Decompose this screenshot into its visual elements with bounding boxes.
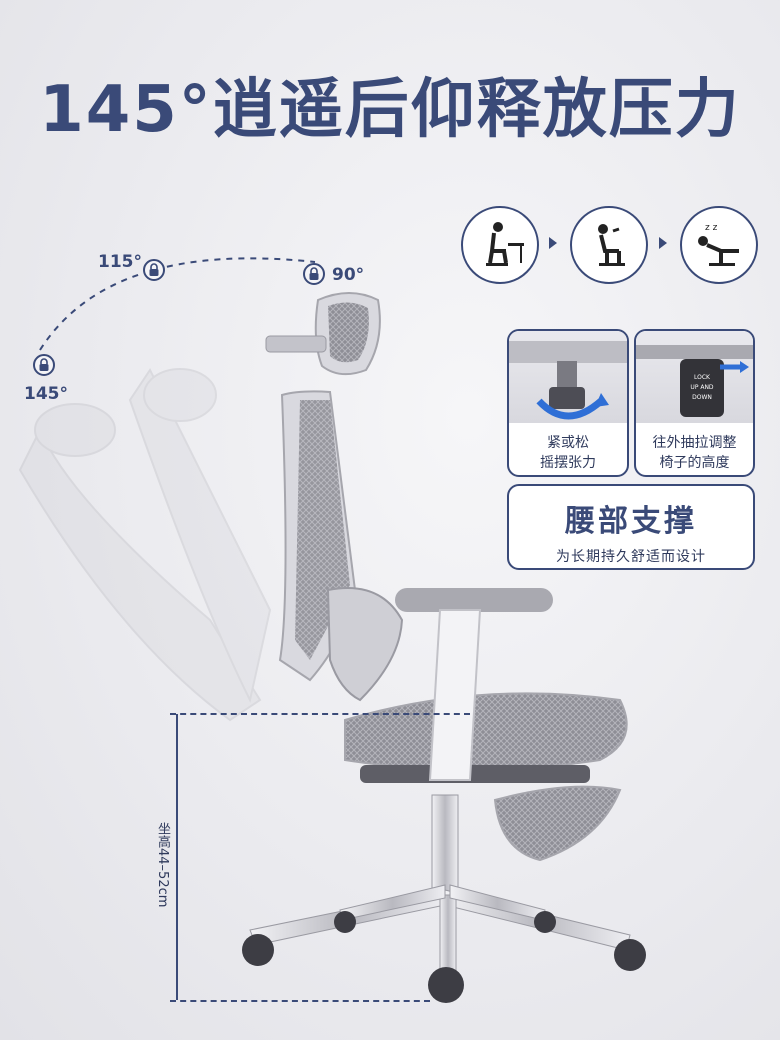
seat-height-label: 坐高44–52cm <box>155 822 170 908</box>
seat-height-dimension <box>176 714 178 1000</box>
lumbar-support-card: 腰部支撑 为长期持久舒适而设计 <box>507 484 755 570</box>
arrow-icon <box>549 237 557 249</box>
height-caption-1: 往外抽拉调整 <box>652 435 737 451</box>
lever-text-1: LOCK <box>694 374 711 381</box>
working-posture-icon <box>461 206 539 284</box>
lock-icon <box>143 259 165 281</box>
angle-115-label: 115° <box>98 252 142 272</box>
height-lever-image: LOCK UP AND DOWN <box>636 331 753 423</box>
tension-caption-2: 摇摆张力 <box>540 455 596 471</box>
seat-height-bottom-line <box>170 1000 430 1002</box>
arrow-icon <box>659 237 667 249</box>
reading-posture-icon <box>570 206 648 284</box>
resting-posture-icon: z z <box>680 206 758 284</box>
tension-card: 紧或松 摇摆张力 <box>507 329 629 477</box>
tension-knob-image <box>509 331 627 423</box>
angle-90-label: 90° <box>332 265 365 285</box>
angle-145-label: 145° <box>24 384 68 404</box>
rest-mark: z z <box>705 223 718 233</box>
lock-icon <box>303 263 325 285</box>
seat-height-top-line <box>170 713 470 715</box>
lock-icon <box>33 354 55 376</box>
height-card: LOCK UP AND DOWN 往外抽拉调整 椅子的高度 <box>634 329 755 477</box>
tension-caption-1: 紧或松 <box>547 435 589 451</box>
lever-text-3: DOWN <box>692 394 712 401</box>
lumbar-subtitle: 为长期持久舒适而设计 <box>556 549 706 565</box>
lumbar-heading: 腰部支撑 <box>565 504 697 539</box>
height-caption-2: 椅子的高度 <box>659 455 730 471</box>
page-title: 145°逍遥后仰释放压力 <box>39 73 741 147</box>
lever-text-2: UP AND <box>690 384 714 391</box>
